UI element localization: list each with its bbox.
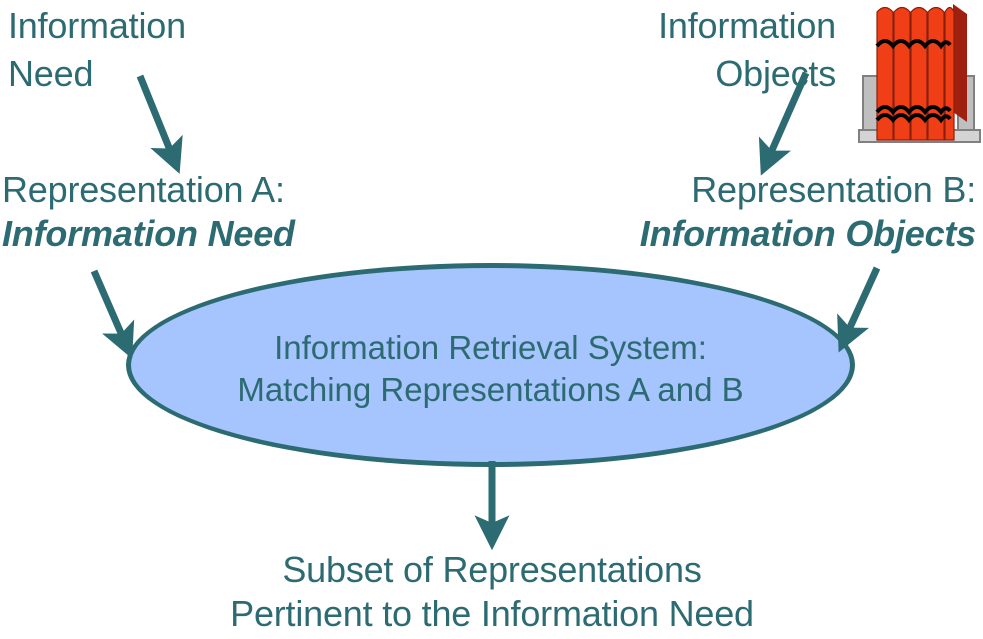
output-label-line1: Subset of Representations — [282, 549, 702, 590]
system-label-line1: Information Retrieval System: — [274, 329, 707, 366]
information-retrieval-system-text: Information Retrieval System: Matching R… — [126, 327, 855, 411]
information-need-label-line2: Need — [8, 53, 94, 94]
information-objects-label-line2: Objects — [715, 53, 836, 94]
output-label-line2: Pertinent to the Information Need — [230, 593, 754, 634]
information-need-label-line1: Information — [8, 5, 186, 46]
information-objects-label-line1: Information — [658, 5, 836, 46]
representation-a-title: Representation A: — [2, 169, 285, 210]
representation-a-value: Information Need — [2, 213, 295, 254]
arrow-information-need-to-representation-a — [136, 74, 183, 174]
representation-b-title: Representation B: — [691, 169, 976, 210]
arrow-representation-a-to-system — [90, 269, 135, 359]
arrow-representation-b-to-system — [837, 266, 881, 353]
representation-b-value: Information Objects — [639, 213, 976, 254]
books-shelf-icon — [857, 0, 983, 152]
system-label-line2: Matching Representations A and B — [237, 371, 744, 408]
